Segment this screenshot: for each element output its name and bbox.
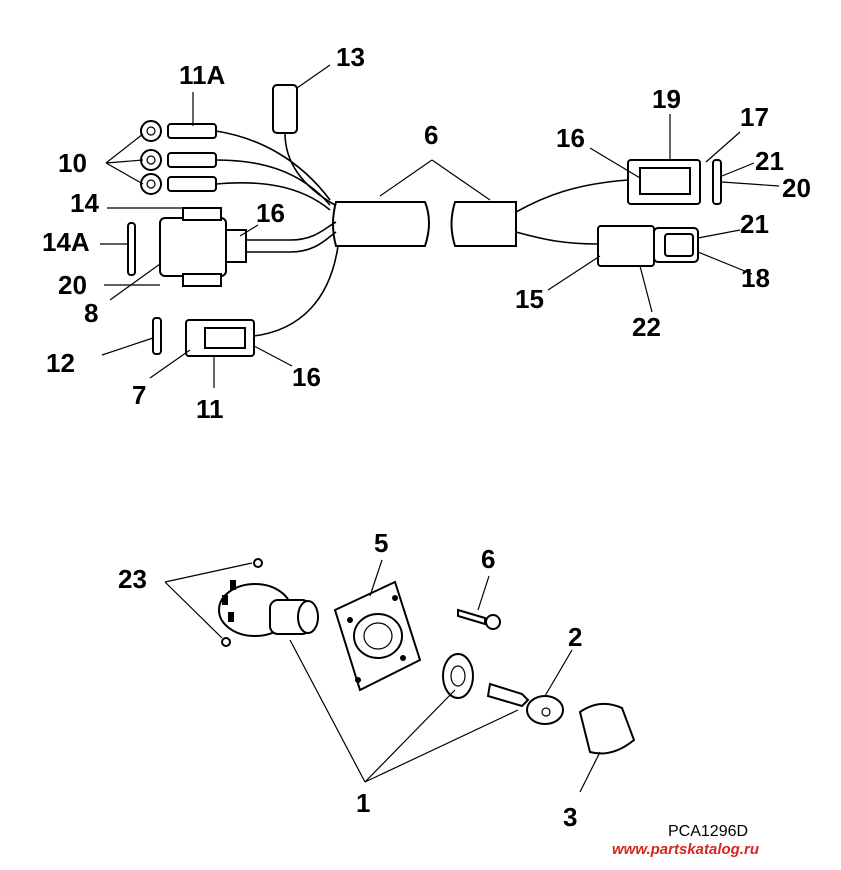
- callout-9: 8: [84, 298, 98, 328]
- callout-17: 17: [740, 102, 769, 132]
- callout-3: 3: [563, 802, 577, 832]
- callout-2: 2: [568, 622, 582, 652]
- callout-6: 6: [481, 544, 495, 574]
- callout-7: 6: [424, 120, 438, 150]
- callout-13: 13: [336, 42, 365, 72]
- ring-terminals: [140, 120, 331, 211]
- callout-10: 10: [58, 148, 87, 178]
- callout-21-left: 20: [58, 270, 87, 300]
- connector-13: [272, 84, 336, 206]
- callout-16-left: 16: [256, 198, 285, 228]
- callout-1: 1: [356, 788, 370, 818]
- figure-code: PCA1296D: [668, 823, 748, 840]
- callout-12: 11A: [179, 60, 225, 90]
- wiring-harness: [127, 84, 722, 357]
- callout-8: 7: [132, 380, 146, 410]
- callout-11a: 12: [46, 348, 75, 378]
- callout-16-lower: 16: [292, 362, 321, 392]
- callout-22: 22: [632, 312, 661, 342]
- ignition-assembly: [218, 558, 636, 755]
- connector-11: [152, 245, 339, 357]
- callout-14a: 14A: [42, 227, 90, 257]
- callout-16-right: 16: [556, 123, 585, 153]
- callout-18: 18: [741, 263, 770, 293]
- connector-22: [597, 225, 699, 267]
- callout-11: 11: [196, 394, 224, 424]
- callout-21-right: 21: [740, 209, 769, 239]
- connector-14: [127, 207, 337, 287]
- connector-19: [627, 159, 722, 205]
- leader-lines: [100, 64, 780, 793]
- screw: [457, 608, 501, 630]
- key: [486, 682, 564, 725]
- bezel-plate: [333, 580, 422, 692]
- callout-15: 15: [515, 284, 544, 314]
- callout-5: 5: [374, 528, 388, 558]
- nut: [442, 653, 474, 699]
- callout-20: 20: [782, 173, 811, 203]
- callout-14: 14: [70, 188, 99, 218]
- callout-19: 19: [652, 84, 681, 114]
- callout-21-top: 21: [755, 146, 784, 176]
- harness-sheath: [332, 201, 517, 247]
- ignition-switch: [218, 558, 319, 647]
- callout-23: 23: [118, 564, 147, 594]
- callout-labels: 11A 13 10 14 14A 20 8 16 12 7 11 16 6 16…: [42, 42, 811, 832]
- key-cap: [578, 702, 636, 755]
- watermark: www.partskatalog.ru: [612, 841, 759, 858]
